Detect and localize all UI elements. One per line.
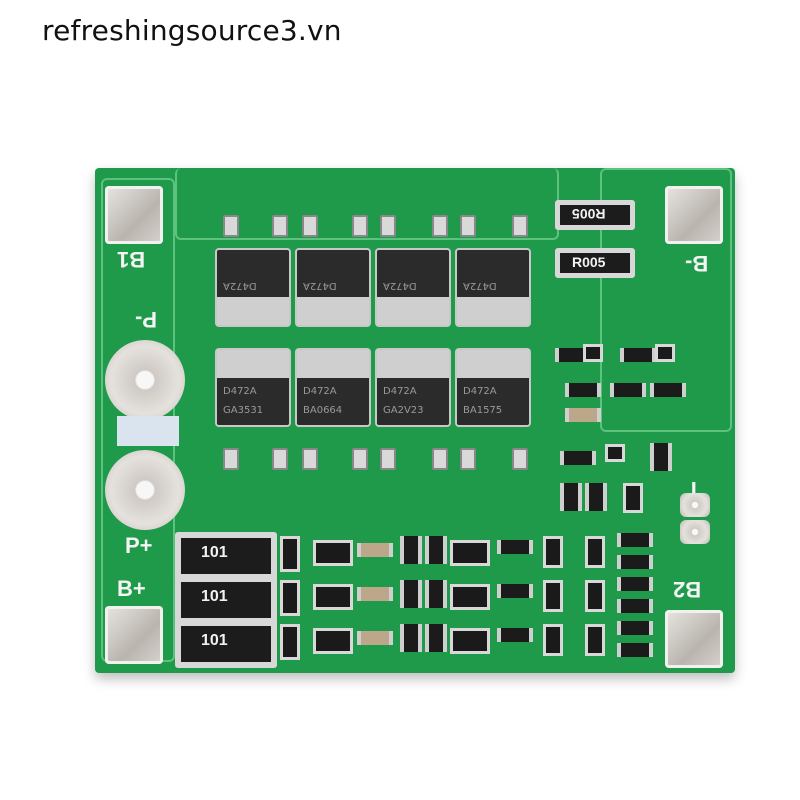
terminal-p-minus [105, 340, 185, 420]
shunt-resistor-1: R005 [555, 200, 635, 230]
smd-resistor [400, 580, 422, 608]
pad-b-plus [105, 606, 163, 664]
label-b2: B2 [673, 577, 702, 602]
mosfet-pin [380, 448, 396, 470]
mosfet-pin [272, 215, 288, 237]
smd-resistor [650, 443, 672, 471]
smd-resistor [650, 383, 686, 397]
mosfet-pin [512, 448, 528, 470]
terminal-t1 [680, 493, 710, 517]
shunt-resistor-2: R005 [555, 248, 635, 278]
protection-ic [280, 624, 300, 660]
mosfet-pin [460, 215, 476, 237]
mosfet-top-3: D472A [377, 250, 449, 325]
smd-resistor [617, 555, 653, 569]
mosfet-bottom-2: D472A BA0664 [297, 350, 369, 425]
label-p-minus: P- [135, 307, 157, 332]
transistor-sot23 [585, 580, 605, 612]
balance-resistor-2: 101 [175, 576, 277, 624]
mosfet-bottom-4: D472A BA1575 [457, 350, 529, 425]
dual-mosfet [313, 584, 353, 610]
smd-capacitor [357, 543, 393, 557]
transistor-sot23 [585, 624, 605, 656]
mosfet-pin [302, 215, 318, 237]
smd-resistor [617, 533, 653, 547]
dual-mosfet [450, 540, 490, 566]
smd-resistor [585, 483, 607, 511]
watermark: refreshingsource3.vn [42, 14, 342, 47]
smd-resistor [497, 584, 533, 598]
mosfet-pin [432, 448, 448, 470]
smd-resistor [565, 383, 601, 397]
smd-resistor [497, 628, 533, 642]
smd-resistor [617, 599, 653, 613]
protection-ic [280, 536, 300, 572]
dual-mosfet [313, 628, 353, 654]
balance-resistor-3: 101 [175, 620, 277, 668]
transistor-sot23 [655, 344, 675, 362]
dual-mosfet [450, 628, 490, 654]
bms-protection-board: B1 P- B- T P+ B+ B2 D472A D472A D472A D4… [95, 168, 735, 673]
smd-resistor [617, 577, 653, 591]
mosfet-bottom-3: D472A GA2V23 [377, 350, 449, 425]
mosfet-top-4: D472A [457, 250, 529, 325]
smd-resistor [617, 643, 653, 657]
transistor-sot23 [543, 536, 563, 568]
mosfet-bottom-1: D472A GA3531 [217, 350, 289, 425]
mosfet-pin [460, 448, 476, 470]
label-b-minus: B- [685, 251, 709, 276]
mosfet-pin [432, 215, 448, 237]
mosfet-top-1: D472A [217, 250, 289, 325]
label-sticker [117, 416, 179, 446]
mosfet-pin [512, 215, 528, 237]
mosfet-pin [302, 448, 318, 470]
terminal-p-plus [105, 450, 185, 530]
transistor-sot23 [623, 483, 643, 513]
trace-right [600, 168, 732, 432]
smd-resistor [425, 536, 447, 564]
mosfet-pin [352, 215, 368, 237]
protection-ic [280, 580, 300, 616]
smd-capacitor [357, 587, 393, 601]
smd-resistor [610, 383, 646, 397]
mosfet-pin [223, 215, 239, 237]
transistor-sot23 [605, 444, 625, 462]
dual-mosfet [450, 584, 490, 610]
mosfet-pin [223, 448, 239, 470]
smd-resistor [560, 483, 582, 511]
mosfet-top-2: D472A [297, 250, 369, 325]
pad-b-minus [665, 186, 723, 244]
transistor-sot23 [543, 624, 563, 656]
smd-resistor [425, 580, 447, 608]
smd-capacitor [357, 631, 393, 645]
label-b1: B1 [117, 247, 146, 272]
mosfet-pin [352, 448, 368, 470]
label-b-plus: B+ [117, 576, 146, 601]
smd-resistor [620, 348, 656, 362]
smd-resistor [617, 621, 653, 635]
smd-resistor [425, 624, 447, 652]
transistor-sot23 [585, 536, 605, 568]
mosfet-pin [272, 448, 288, 470]
smd-resistor [497, 540, 533, 554]
smd-resistor [400, 624, 422, 652]
transistor-sot23 [583, 344, 603, 362]
transistor-sot23 [543, 580, 563, 612]
smd-resistor [560, 451, 596, 465]
label-p-plus: P+ [125, 533, 153, 558]
dual-mosfet [313, 540, 353, 566]
balance-resistor-1: 101 [175, 532, 277, 580]
smd-resistor [400, 536, 422, 564]
pad-b1 [105, 186, 163, 244]
pad-b2 [665, 610, 723, 668]
terminal-t2 [680, 520, 710, 544]
mosfet-pin [380, 215, 396, 237]
smd-capacitor [565, 408, 601, 422]
